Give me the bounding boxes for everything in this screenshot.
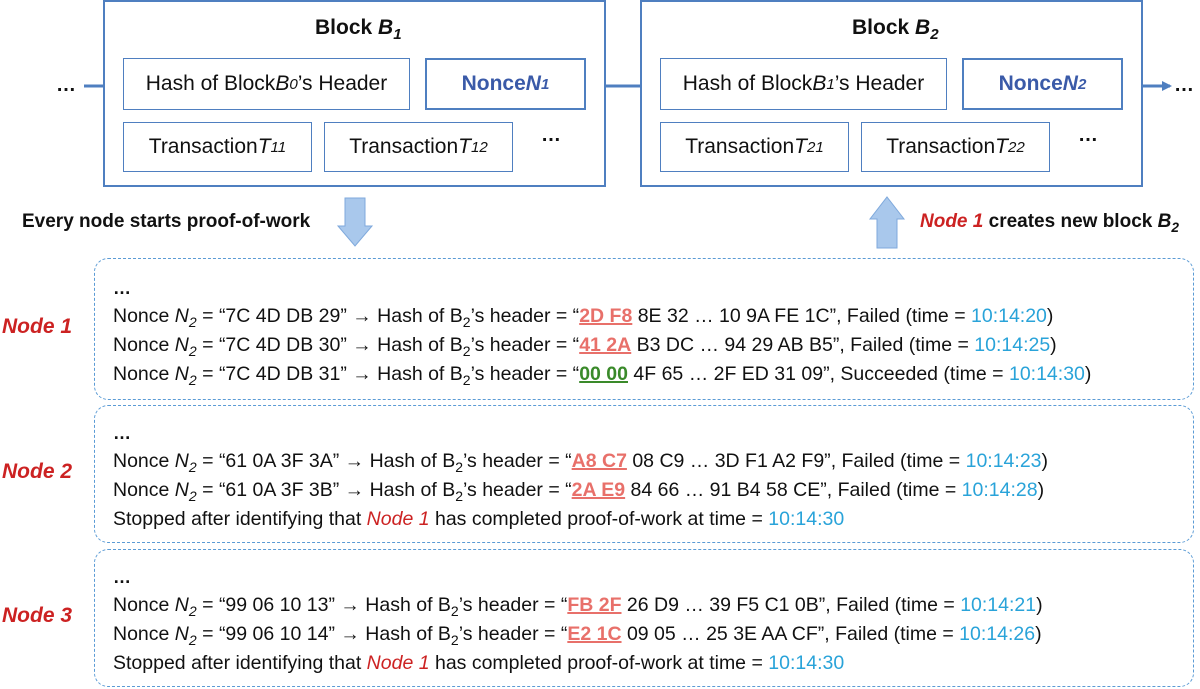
block-b2-title: Block B2 <box>852 16 939 44</box>
caption-proof-of-work-start: Every node starts proof-of-work <box>22 211 311 232</box>
chain-left-ellipsis: … <box>56 74 76 96</box>
node-1-panel <box>94 258 1194 400</box>
down-arrow-icon <box>336 197 374 247</box>
node-2-stop-message: Stopped after identifying that Node 1 ha… <box>113 508 845 530</box>
block-b1-more-ellipsis: … <box>541 124 561 146</box>
up-arrow-icon <box>868 196 906 249</box>
node-1-attempt-3: Nonce N2 = “7C 4D DB 31” → Hash of B2’s … <box>113 363 1092 388</box>
node-2-label: Node 2 <box>2 460 73 483</box>
node-2-attempt-2: Nonce N2 = “61 0A 3F 3B” → Hash of B2’s … <box>113 479 1045 504</box>
chain-right-ellipsis: … <box>1174 74 1194 96</box>
chain-arrows <box>84 81 1172 249</box>
node-2-ellipsis: … <box>113 423 131 443</box>
node-3-attempt-1: Nonce N2 = “99 06 10 13” → Hash of B2’s … <box>113 594 1043 619</box>
node-3-panel <box>94 549 1194 687</box>
node-1-attempt-1: Nonce N2 = “7C 4D DB 29” → Hash of B2’s … <box>113 305 1054 330</box>
node-3-ellipsis: … <box>113 567 131 587</box>
node-3-attempt-2: Nonce N2 = “99 06 10 14” → Hash of B2’s … <box>113 623 1042 648</box>
node-1-attempt-2: Nonce N2 = “7C 4D DB 30” → Hash of B2’s … <box>113 334 1057 359</box>
node-1-ellipsis: … <box>113 278 131 298</box>
node-2-panel <box>94 405 1194 543</box>
node-3-label: Node 3 <box>2 604 73 627</box>
node-2-attempt-1: Nonce N2 = “61 0A 3F 3A” → Hash of B2’s … <box>113 450 1049 475</box>
block-b2-more-ellipsis: … <box>1078 124 1098 146</box>
node-1-label: Node 1 <box>2 315 73 338</box>
block-b1-title: Block B1 <box>315 16 402 44</box>
node-3-stop-message: Stopped after identifying that Node 1 ha… <box>113 652 845 674</box>
caption-node1-creates-block: Node 1 creates new block B2 <box>920 211 1179 235</box>
